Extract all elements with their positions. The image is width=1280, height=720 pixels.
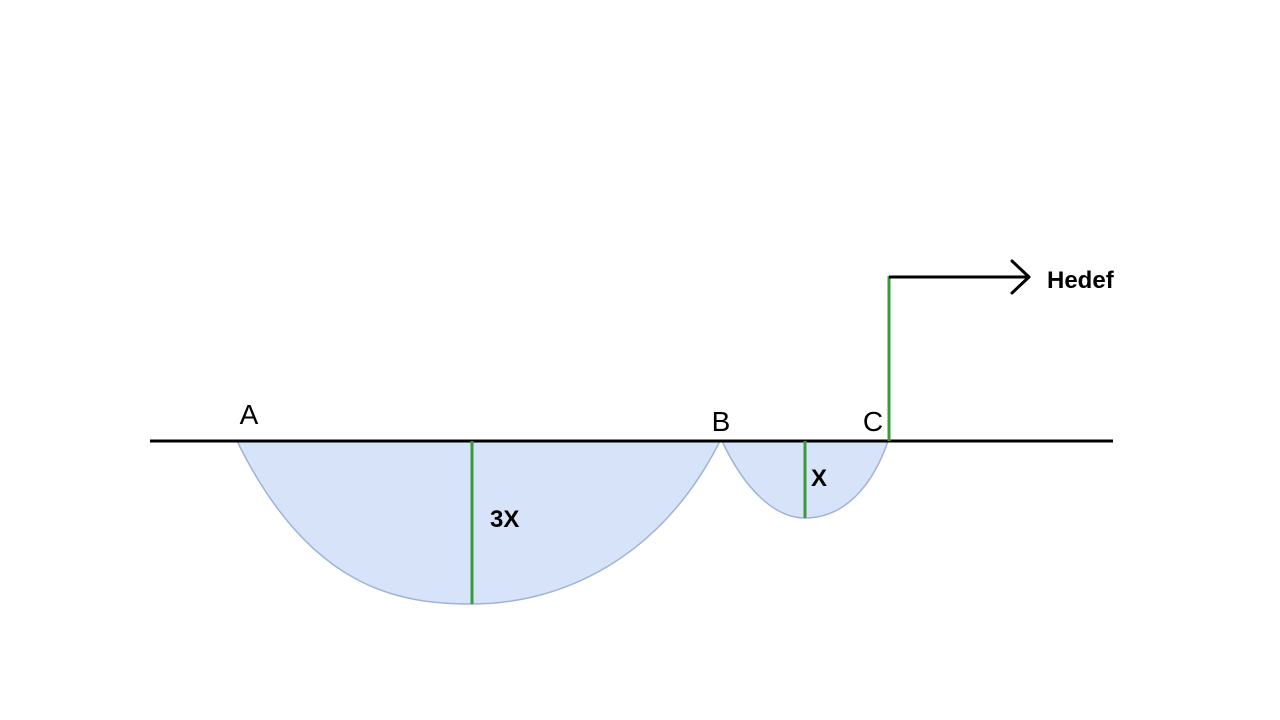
small-depth-label: X bbox=[811, 465, 827, 492]
large-basin bbox=[235, 440, 722, 605]
target-label: Hedef bbox=[1047, 267, 1115, 294]
point-label-b: B bbox=[712, 406, 731, 437]
large-depth-label: 3X bbox=[490, 506, 519, 533]
arrow-right-icon bbox=[1010, 259, 1031, 295]
point-label-a: A bbox=[240, 399, 259, 430]
point-label-c: C bbox=[863, 406, 883, 437]
